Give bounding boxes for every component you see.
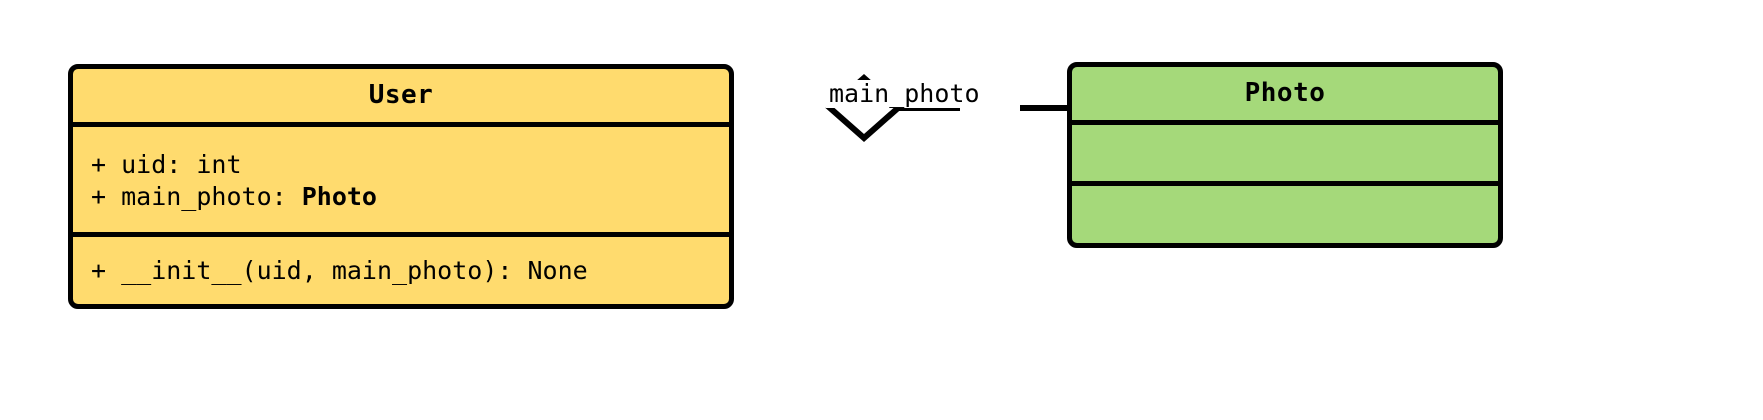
class-user-name: User — [368, 80, 434, 111]
class-user-method-init: + __init__(uid, main_photo): None — [91, 255, 588, 285]
class-box-photo[interactable]: Photo — [1067, 62, 1503, 248]
class-photo-name: Photo — [1244, 78, 1326, 109]
class-user-title-compartment: User — [73, 69, 729, 127]
association-role-label: main_photo — [826, 80, 983, 108]
class-photo-title-compartment: Photo — [1072, 67, 1498, 125]
class-photo-attributes-compartment — [1072, 125, 1498, 186]
class-box-user[interactable]: User + uid: int + main_photo: Photo + __… — [68, 64, 734, 309]
class-user-methods-compartment: + __init__(uid, main_photo): None — [73, 237, 729, 304]
class-photo-methods-compartment — [1072, 186, 1498, 243]
class-user-attribute-uid: + uid: int — [91, 150, 242, 180]
class-user-attributes-compartment: + uid: int + main_photo: Photo — [73, 127, 729, 237]
class-user-attribute-main-photo-type: Photo — [301, 181, 377, 211]
class-user-attribute-main-photo-label: + main_photo: — [91, 181, 302, 211]
class-user-attribute-main-photo: + main_photo: Photo — [73, 181, 729, 212]
